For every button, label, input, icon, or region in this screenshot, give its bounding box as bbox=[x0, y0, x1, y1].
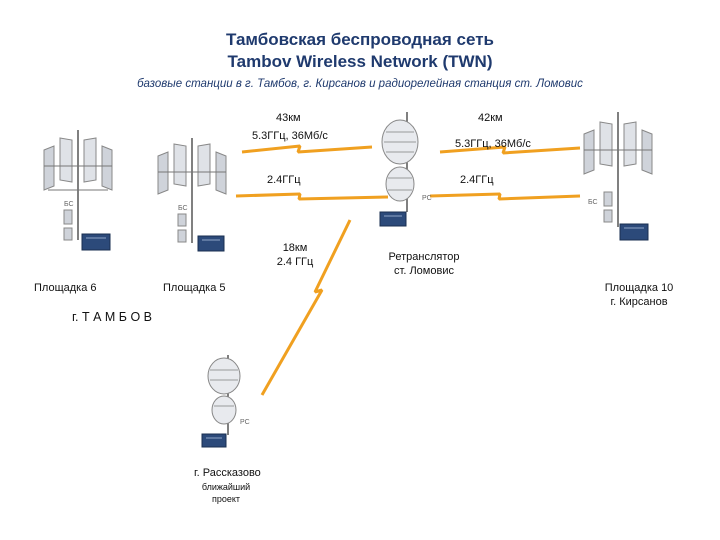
svg-text:БС: БС bbox=[588, 199, 598, 206]
svg-text:РС: РС bbox=[422, 195, 432, 202]
label-city-tambov: г. Т А М Б О В bbox=[72, 310, 152, 324]
station-rasskazovo: РС bbox=[198, 350, 268, 450]
label-repeater-location: ст. Ломовис bbox=[394, 265, 454, 277]
svg-text:БС: БС bbox=[178, 205, 188, 212]
link-5ghz-right bbox=[439, 145, 581, 155]
label-distance-43: 43км bbox=[276, 112, 301, 124]
label-rass-distance: 18км bbox=[282, 242, 308, 254]
label-ghz-right: 2.4ГГц bbox=[460, 174, 494, 186]
label-freq-right: 5.3ГГц, 36Мб/с bbox=[455, 138, 531, 150]
label-site6: Площадка 6 bbox=[34, 282, 97, 294]
label-site5: Площадка 5 bbox=[163, 282, 226, 294]
repeater-station-lomovis: РС bbox=[372, 112, 442, 232]
diagram-title-en: Tambov Wireless Network (TWN) bbox=[227, 52, 493, 71]
svg-text:БС: БС bbox=[64, 201, 74, 208]
label-city-rasskazovo: г. Рассказово bbox=[194, 467, 261, 479]
label-site10: Площадка 10 bbox=[604, 282, 674, 294]
diagram-subtitle: базовые станции в г. Тамбов, г. Кирсанов… bbox=[137, 78, 583, 90]
link-rasskazovo bbox=[260, 219, 352, 396]
diagram-title-ru: Тамбовская беспроводная сеть bbox=[226, 30, 494, 49]
svg-text:РС: РС bbox=[240, 419, 250, 426]
base-station-site6: БС bbox=[38, 130, 118, 260]
label-freq-left: 5.3ГГц, 36Мб/с bbox=[252, 130, 328, 142]
label-repeater: Ретранслятор bbox=[388, 251, 460, 263]
link-24ghz-right bbox=[429, 192, 581, 201]
label-ghz-left: 2.4ГГц bbox=[267, 174, 301, 186]
label-rass-frequency: 2.4 ГГц bbox=[276, 256, 314, 268]
label-city-kirsanov: г. Кирсанов bbox=[610, 296, 668, 308]
base-station-site5: БС bbox=[152, 138, 232, 263]
link-5ghz-left bbox=[241, 144, 373, 154]
base-station-site10: БС bbox=[578, 112, 658, 247]
label-project: проект bbox=[211, 494, 241, 504]
label-distance-42: 42км bbox=[478, 112, 503, 124]
label-nearest: ближайший bbox=[201, 482, 251, 492]
link-24ghz-left bbox=[235, 192, 389, 201]
